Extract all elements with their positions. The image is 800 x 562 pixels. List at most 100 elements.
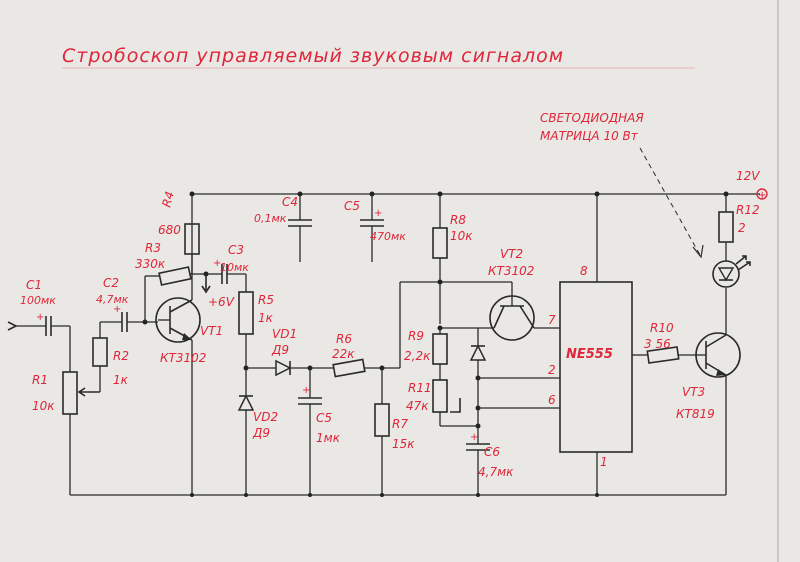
r11-value: 47к [406, 399, 429, 413]
supply-rail [189, 191, 760, 197]
ne555-chip [559, 194, 633, 495]
ic-pin-1: 1 [600, 455, 608, 469]
r10-value: 3 56 [644, 337, 671, 351]
led-matrix-pointer [639, 147, 701, 256]
r1-label: R1 [32, 373, 48, 387]
r5-label: R5 [258, 293, 274, 307]
page-title: Стробоскоп управляемый звуковым сигналом [62, 45, 564, 67]
r8-value: 10к [450, 229, 473, 243]
c5-small-capacitor [298, 365, 322, 495]
c5-small-value: 1мк [316, 431, 341, 445]
c4-label: C4 [282, 195, 298, 209]
r8-label: R8 [450, 213, 466, 227]
bias-arrow [201, 274, 211, 294]
vt3-type: КТ819 [676, 407, 715, 421]
r11-label: R11 [408, 381, 432, 395]
r3-value: 330к [135, 257, 166, 271]
r1-potentiometer [62, 371, 100, 495]
vd1-diode [246, 359, 310, 377]
c2-value: 4,7мк [96, 293, 129, 306]
r6-resistor [310, 358, 382, 378]
vd2-diode [237, 368, 255, 495]
r3-resistor [144, 266, 206, 322]
vt2-label: VT2 [500, 247, 523, 261]
r12-value: 2 [738, 221, 746, 235]
c1-plus: + [36, 312, 44, 323]
r8-resistor [432, 194, 448, 282]
vt3-transistor [695, 288, 741, 495]
vd1-label: VD1 [272, 327, 297, 341]
bias-label: +6V [208, 295, 235, 309]
c5-plus: + [374, 208, 382, 219]
c6-value: 4,7мк [478, 465, 514, 479]
vd2-type: Д9 [252, 426, 270, 440]
ground-nodes [190, 493, 599, 497]
r5-value: 1к [258, 311, 274, 325]
led-matrix-label-1: СВЕТОДИОДНАЯ [540, 111, 644, 125]
c1-capacitor [45, 316, 71, 372]
supply-plus-sign: + [758, 190, 766, 201]
ic-pin-2: 2 [548, 363, 556, 377]
r10-label: R10 [650, 321, 674, 335]
c4-value: 0,1мк [254, 212, 287, 225]
vt1-transistor [155, 194, 201, 495]
led-matrix-label-2: МАТРИЦА 10 Вт [540, 129, 639, 143]
c6-plus: + [470, 432, 478, 443]
c5-value: 470мк [370, 230, 406, 243]
vt2-network-wires [382, 279, 512, 369]
c5-small-label: C5 [316, 411, 332, 425]
r4-value: 680 [158, 223, 181, 237]
vt2-type: КТ3102 [488, 264, 534, 278]
r5-resistor [238, 291, 254, 368]
r4-resistor [184, 223, 200, 274]
ic-name: NE555 [566, 347, 613, 362]
c2-plus: + [113, 304, 121, 315]
r12-label: R12 [736, 203, 760, 217]
c5-label: C5 [344, 199, 360, 213]
r2-value: 1к [113, 373, 129, 387]
led-matrix-pointer-arrow [692, 244, 704, 259]
c6-label: C6 [484, 445, 500, 459]
vt1-type: КТ3102 [160, 351, 206, 365]
c6-capacitor [466, 426, 490, 495]
c5-capacitor [360, 194, 384, 262]
r10-resistor [632, 346, 696, 364]
r9-label: R9 [408, 329, 424, 343]
c3-label: C3 [228, 243, 244, 257]
r7-label: R7 [392, 417, 408, 431]
vt2-transistor [440, 282, 560, 341]
vt1-label: VT1 [200, 324, 223, 338]
r11-resistor [432, 379, 461, 426]
ic-pin-7: 7 [548, 313, 556, 327]
r2-resistor [92, 321, 122, 392]
r3-label: R3 [145, 241, 161, 255]
c1-label: C1 [26, 278, 42, 292]
r6-label: R6 [336, 332, 352, 346]
c3-capacitor [206, 264, 247, 292]
supply-terminal [756, 188, 768, 200]
c1-value: 100мк [20, 294, 56, 307]
vd1-type: Д9 [271, 343, 289, 357]
ic-pin-8: 8 [580, 264, 588, 278]
vd2-label: VD2 [253, 410, 278, 424]
supply-voltage-label: 12V [736, 169, 760, 183]
c2-label: C2 [103, 276, 119, 290]
vt2-diode [469, 328, 487, 429]
ic-pin-6: 6 [548, 393, 556, 407]
c5-small-plus: + [302, 385, 310, 396]
c3-plus: + [213, 258, 221, 269]
c4-capacitor [288, 194, 312, 262]
r6-value: 22к [332, 347, 355, 361]
r9-value: 2,2к [404, 349, 431, 363]
r1-value: 10к [32, 399, 55, 413]
r12-resistor [718, 194, 734, 261]
r9-resistor [432, 325, 448, 380]
r2-label: R2 [113, 349, 129, 363]
c3-value: 10мк [220, 261, 249, 274]
input-terminal [7, 321, 46, 331]
r4-label: R4 [159, 190, 177, 209]
r7-value: 15к [392, 437, 415, 451]
vt3-label: VT3 [682, 385, 705, 399]
